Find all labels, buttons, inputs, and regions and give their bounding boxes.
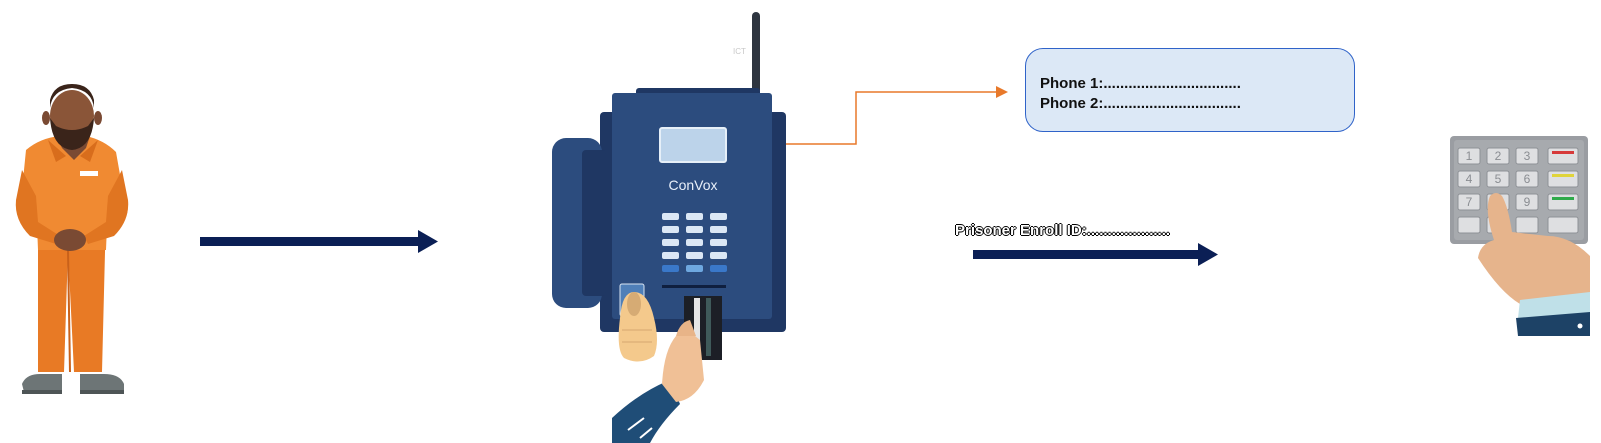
key-label: 6 [1524,172,1531,186]
key-label: 9 [1524,195,1531,209]
key-label: 3 [1524,149,1531,163]
key-label: 5 [1495,172,1502,186]
key-label: 2 [1495,149,1502,163]
phone-2-field: Phone 2:................................… [1040,95,1241,112]
flow-arrow-enroll [973,243,1218,266]
thumb-hand [618,292,657,362]
convox-phone-terminal [552,12,786,360]
phone-1-field: Phone 1:................................… [1040,75,1241,92]
phone-keypad [662,213,727,272]
prisoner-figure [15,84,129,394]
watermark-text: ICT [733,47,746,56]
key-label: 7 [1466,195,1473,209]
pin-keypad-with-hand: 1 2 3 4 5 6 7 8 9 0 [1450,136,1590,336]
connector-phone-to-callout [786,86,1008,145]
key-label: 4 [1466,172,1473,186]
phone-numbers-callout: Phone 1:................................… [1025,48,1355,132]
device-brand-label: ConVox [668,177,718,193]
card-hand [612,320,704,443]
prisoner-enroll-id-label: Prisoner Enroll ID:.................... [955,222,1171,239]
flow-arrow-prisoner-to-phone [200,230,438,253]
key-label: 1 [1466,149,1473,163]
